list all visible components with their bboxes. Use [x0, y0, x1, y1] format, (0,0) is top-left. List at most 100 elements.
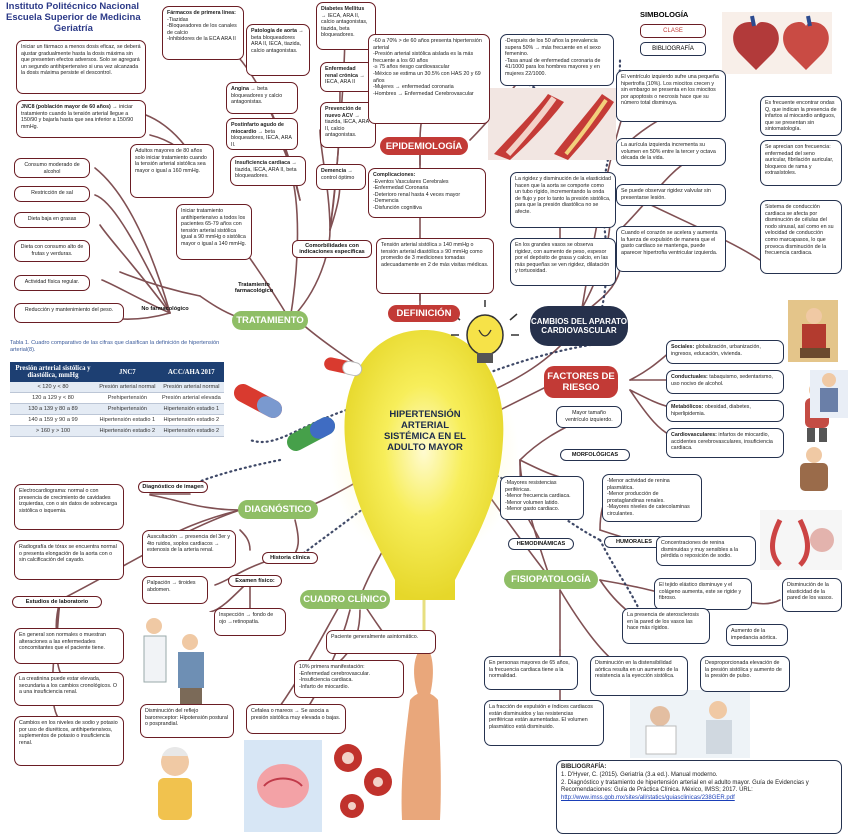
consumo-alcohol: Consumo moderado de alcohol: [14, 158, 90, 178]
table-header-acc: ACC/AHA 2017: [158, 362, 224, 382]
cambios-ventriculo: El ventrículo izquierdo sufre una pequeñ…: [616, 70, 726, 122]
jnc8-title: JNC8 (población mayor de 60 años) →: [21, 104, 118, 110]
table-cell: Hipertensión estadio 1: [158, 403, 224, 415]
reduccion-peso: Reducción y mantenimiento del peso.: [14, 303, 124, 323]
diabetes-title: Diabetes Mellitus →: [321, 6, 365, 19]
insuficiencia-cardiaca: Insuficiencia cardiaca → tiazida, IECA, …: [230, 156, 306, 186]
elderly-couple-image: [810, 370, 848, 418]
subject-name: Geriatría: [53, 22, 93, 34]
tratamiento-mayores80: Adultos mayores de 80 años solo iniciar …: [130, 144, 214, 198]
cambios-grandes-vasos: En los grandes vasos se observa rigidez,…: [510, 238, 616, 286]
factor-conductuales: Conductuales: tabaquismo, sedentarismo, …: [666, 370, 784, 394]
primera-manifestacion: 10% primera manifestación: -Enfermedad c…: [294, 660, 404, 698]
distensibilidad-aortica: Disminución en la distensibilidad aórtic…: [590, 656, 688, 696]
table-cell: Hipertensión estadio 2: [158, 425, 224, 437]
node-diagnostico: DIAGNÓSTICO: [238, 500, 318, 519]
doctor-patient-image: [132, 612, 212, 712]
table-cell: Prehipertensión: [96, 392, 159, 404]
sociales-title: Sociales:: [671, 344, 695, 350]
brain-image: [244, 740, 322, 832]
vascular-diagram-image: [760, 510, 842, 570]
restriccion-sal: Restricción de sal: [14, 186, 90, 202]
sociales-text: globalización, urbanización, ingresos, e…: [671, 344, 761, 357]
laboratorio-creatinina: La creatinina puede estar elevada, secun…: [14, 672, 124, 706]
diabetes-mellitus: Diabetes Mellitus → IECA, ARA II, calcio…: [316, 2, 376, 50]
cambios-corazon: Cuando el corazón se acelera y aumenta l…: [616, 226, 726, 272]
cambios-auricula: La aurícula izquierda incrementa su volu…: [616, 138, 726, 166]
bibliografia-ref2: 2. Diagnóstico y tratamiento de hiperten…: [561, 779, 809, 794]
disminucion-elasticidad: Disminución de la elasticidad de la pare…: [782, 578, 842, 612]
jnc8-text: iniciar tratamiento cuando la tensión ar…: [21, 104, 134, 130]
table-cell: Hipertensión estadio 2: [158, 414, 224, 426]
tratamiento-farmacologico-label: Tratamiento farmacológico: [234, 282, 274, 294]
table-cell: Presión arterial normal: [158, 382, 224, 393]
iniciar-65-79: Iniciar tratamiento antihipertensivo a t…: [176, 204, 252, 260]
patologia-aorta: Patología de aorta → beta bloqueadores A…: [246, 24, 310, 76]
comorbilidades-label: Comorbilidades con indicaciones específi…: [292, 240, 372, 258]
historia-clinica-label: Historia clínica: [262, 552, 318, 564]
actividad-fisica: Actividad física regular.: [14, 275, 90, 291]
table-header-presion: Presión arterial sistólica y diastólica,…: [10, 362, 96, 382]
bulb-shape: [344, 330, 504, 600]
artery-image: [488, 88, 616, 160]
cambios-rigidez-valvular: Se puede observar rigidez valvular sin p…: [616, 184, 726, 206]
institution-header: Instituto Politécnico Nacional Escuela S…: [6, 1, 141, 35]
mayor-tamano-ventriculo: Mayor tamaño ventrículo izquierdo.: [556, 406, 622, 428]
presion-pulso: Desproporcionada elevación de la presión…: [700, 656, 790, 692]
examen-fisico-label: Examen físico:: [228, 575, 282, 587]
cambios-rigidez: La rigidez y disminución de la elasticid…: [510, 172, 616, 228]
dieta-grasas: Dieta baja en grasas: [14, 212, 90, 228]
table-cell: 130 a 139 y 80 a 89: [10, 403, 96, 415]
laboratorio-sodio: Cambios en los niveles de sodio y potasi…: [14, 716, 124, 766]
complicaciones-title: Complicaciones:: [373, 172, 416, 178]
lightbulb-icon: [451, 300, 519, 363]
legend-title: SIMBOLOGÍA: [640, 10, 689, 19]
factor-cardiovasculares: Cardiovasculares: infartos de miocardio,…: [666, 428, 784, 458]
table-caption: Tabla 1. Cuadro comparativo de las cifra…: [10, 340, 220, 354]
inspeccion: Inspección → fondo de ojo →retinopatía.: [214, 608, 286, 636]
node-epidemiologia: EPIDEMIOLOGÍA: [380, 137, 468, 155]
enfermedad-renal-cronica: Enfermedad renal crónica → IECA, ARA II: [320, 62, 374, 92]
node-factores-riesgo: FACTORES DE RIESGO: [544, 366, 618, 398]
tratamiento-jnc8: JNC8 (población mayor de 60 años) → inic…: [16, 100, 146, 138]
palpacion: Palpación → tiroides abdomen.: [142, 576, 208, 604]
demencia-text: control óptimo: [321, 174, 355, 181]
hemodinamicas-list: -Mayores resistencias periféricas. -Meno…: [500, 476, 584, 520]
demencia: Demencia → control óptimo: [316, 164, 366, 190]
complicaciones-text: -Eventos Vasculares Cerebrales -Enfermed…: [373, 178, 461, 212]
table-cell: 120 a 129 y < 80: [10, 392, 96, 404]
bibliografia-url-link[interactable]: http://www.imss.gob.mx/sites/all/statics…: [561, 795, 735, 802]
postinfarto-title: Postinfarto agudo de miocardio →: [231, 122, 284, 135]
table-cell: < 120 y < 80: [10, 382, 96, 393]
hemodinamicas-label: HEMODINÁMICAS: [508, 538, 574, 550]
legend-bibliografia: BIBLIOGRAFÍA: [640, 42, 706, 56]
farmacos-title: Fármacos de primera línea:: [167, 10, 236, 16]
definicion-text: Tensión arterial sistólica ≥ 140 mmHg o …: [376, 238, 494, 294]
cambios-onda-q: Es frecuente encontrar ondas Q, que indi…: [760, 96, 842, 136]
morfologicas-label: MORFOLÓGICAS: [560, 449, 630, 461]
patologia-aorta-title: Patología de aorta →: [251, 28, 304, 34]
complicaciones: Complicaciones: -Eventos Vasculares Cere…: [368, 168, 486, 218]
bibliografia: BIBLIOGRAFÍA: 1. D'Hyver, C. (2015). Ger…: [556, 760, 842, 834]
radiografia-torax: Radiografía de tórax se encuentra normal…: [14, 540, 124, 580]
pills-icon: [233, 357, 363, 451]
cambios-conduccion: Sistema de conducción cardiaca se afecta…: [760, 200, 842, 274]
reflejo-barorreceptor: Disminución del reflejo barorreceptor: H…: [140, 704, 234, 738]
legend-clase: CLASE: [640, 24, 706, 38]
concentraciones-renina: Concentraciones de renina disminuidas y …: [656, 536, 756, 566]
angina-text: beta bloqueadores y calcio antagonistas.: [231, 86, 283, 106]
cardiovasculares-text: infartos de miocardio, accidentes cerebr…: [671, 432, 773, 452]
estudios-laboratorio-label: Estudios de laboratorio: [12, 596, 102, 608]
farmacos-primera-linea: Fármacos de primera línea: -Tiazidas -Bl…: [162, 6, 244, 60]
humorales-list: -Menor actividad de renina plasmática. -…: [602, 474, 702, 522]
node-cuadro-clinico: CUADRO CLÍNICO: [300, 590, 390, 609]
factor-sociales: Sociales: globalización, urbanización, i…: [666, 340, 784, 364]
prevencion-acv: Prevención de nuevo ACV → tiazida, IECA,…: [320, 102, 376, 148]
tratamiento-intro: Iniciar un fármaco a menos dosis eficaz,…: [16, 40, 146, 94]
node-cambios-cardiovascular: CAMBIOS DEL APARATO CARDIOVASCULAR: [530, 306, 628, 346]
metabolicos-text: obesidad, diabetes, hiperlipidemia.: [671, 404, 751, 417]
prevencion-title: Prevención de nuevo ACV →: [325, 106, 362, 119]
